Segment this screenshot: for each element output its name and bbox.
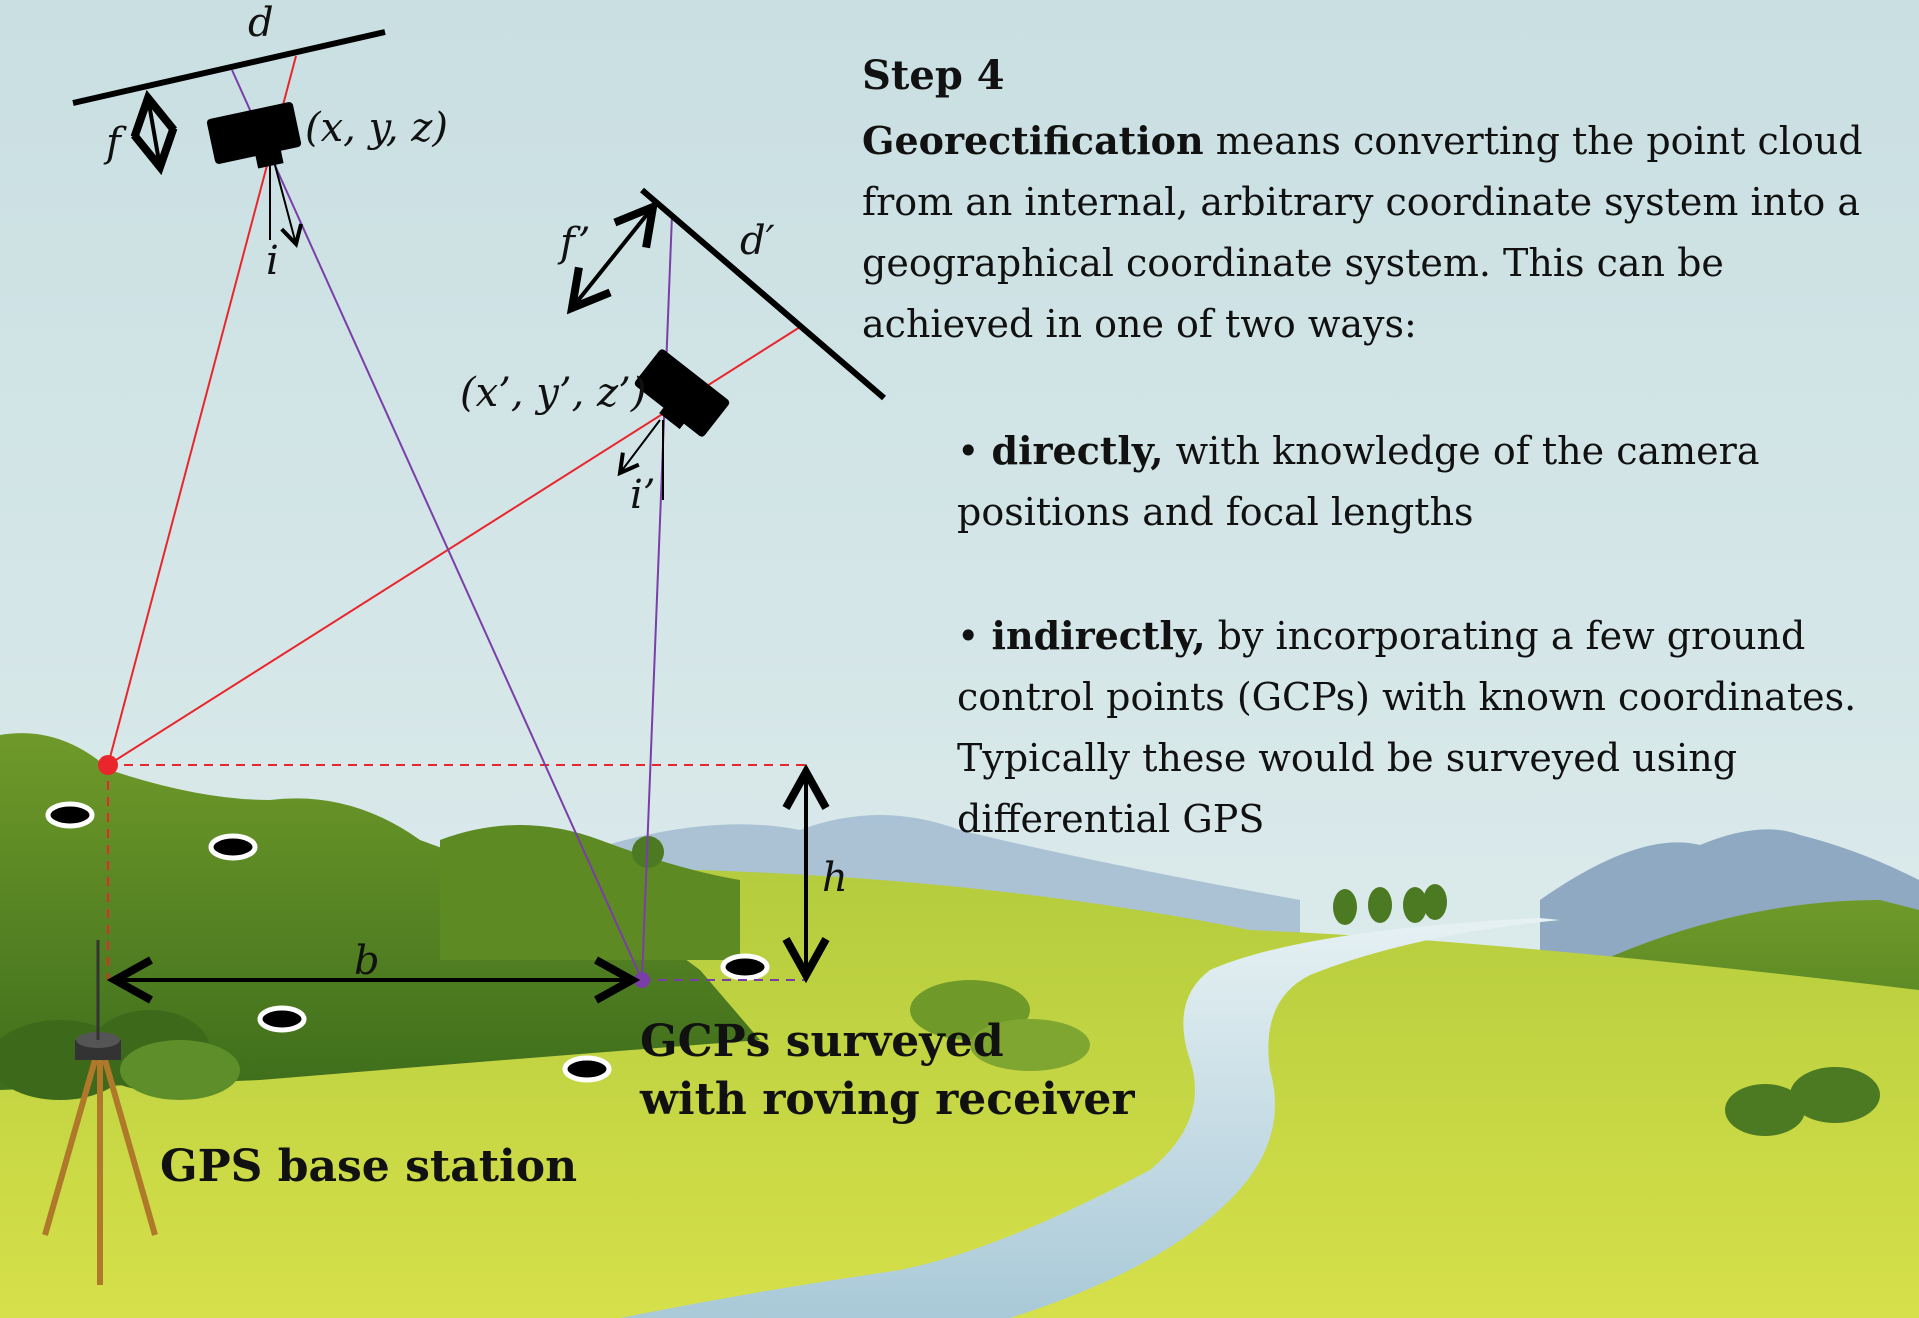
label-d: d: [248, 0, 274, 46]
orientation-arrows-i: [269, 164, 664, 500]
rover-point: [634, 972, 650, 988]
method-term: directly,: [991, 428, 1164, 473]
description-term: Georectification: [862, 118, 1204, 163]
description-text: means converting the point cloud from an…: [862, 119, 1863, 346]
gcp-marker: [720, 953, 770, 981]
mid-hill: [440, 825, 740, 960]
gcp-marker: [562, 1055, 612, 1083]
ray-purple-cam2: [641, 214, 673, 981]
method-text: by incorporating a few ground control po…: [957, 614, 1857, 841]
label-d-prime: d′: [740, 218, 775, 264]
label-i: i: [266, 238, 279, 284]
step-title: Step 4: [862, 52, 1005, 99]
method-text: with knowledge of the camera positions a…: [957, 429, 1760, 534]
label-f-prime: f’: [560, 220, 591, 266]
caption-base-station: GPS base station: [160, 1141, 578, 1192]
ray-purple-cam1: [231, 69, 643, 981]
gps-tripod: [42, 1059, 158, 1285]
label-i-prime: i’: [630, 472, 656, 518]
bullet-mark: •: [957, 614, 980, 658]
image-plane-d-prime: [640, 187, 886, 401]
label-f: f: [106, 120, 121, 166]
label-h: h: [822, 855, 848, 901]
caption-gcps-line1: GCPs surveyed: [640, 1016, 1004, 1067]
river: [620, 918, 1560, 1318]
method-indirect: • indirectly, by incorporating a few gro…: [957, 605, 1887, 850]
camera-2: [634, 349, 730, 437]
trees: [632, 836, 1880, 1136]
reference-dashes: [107, 764, 806, 980]
description-paragraph: Georectification means converting the po…: [862, 110, 1902, 355]
method-term: indirectly,: [991, 613, 1206, 658]
focal-arrow-f-prime: [572, 207, 653, 308]
base-point: [98, 755, 118, 775]
gcp-marker: [45, 801, 95, 829]
method-direct: • directly, with knowledge of the camera…: [957, 420, 1887, 543]
label-camera2-coords: (x’, y’, z’): [460, 370, 647, 416]
caption-gcps: GCPs surveyed with roving receiver: [640, 1013, 1135, 1129]
gcp-marker: [208, 833, 258, 861]
camera-1: [206, 102, 302, 169]
gcp-markers: [45, 801, 770, 1083]
ray-red-cam1: [107, 55, 297, 766]
image-plane-d: [72, 29, 386, 106]
caption-gcps-line2: with roving receiver: [640, 1074, 1135, 1125]
label-b: b: [354, 938, 380, 984]
bullet-mark: •: [957, 429, 980, 473]
focal-arrow-f: [148, 98, 160, 167]
label-camera1-coords: (x, y, z): [305, 105, 448, 151]
gcp-marker: [257, 1005, 307, 1033]
